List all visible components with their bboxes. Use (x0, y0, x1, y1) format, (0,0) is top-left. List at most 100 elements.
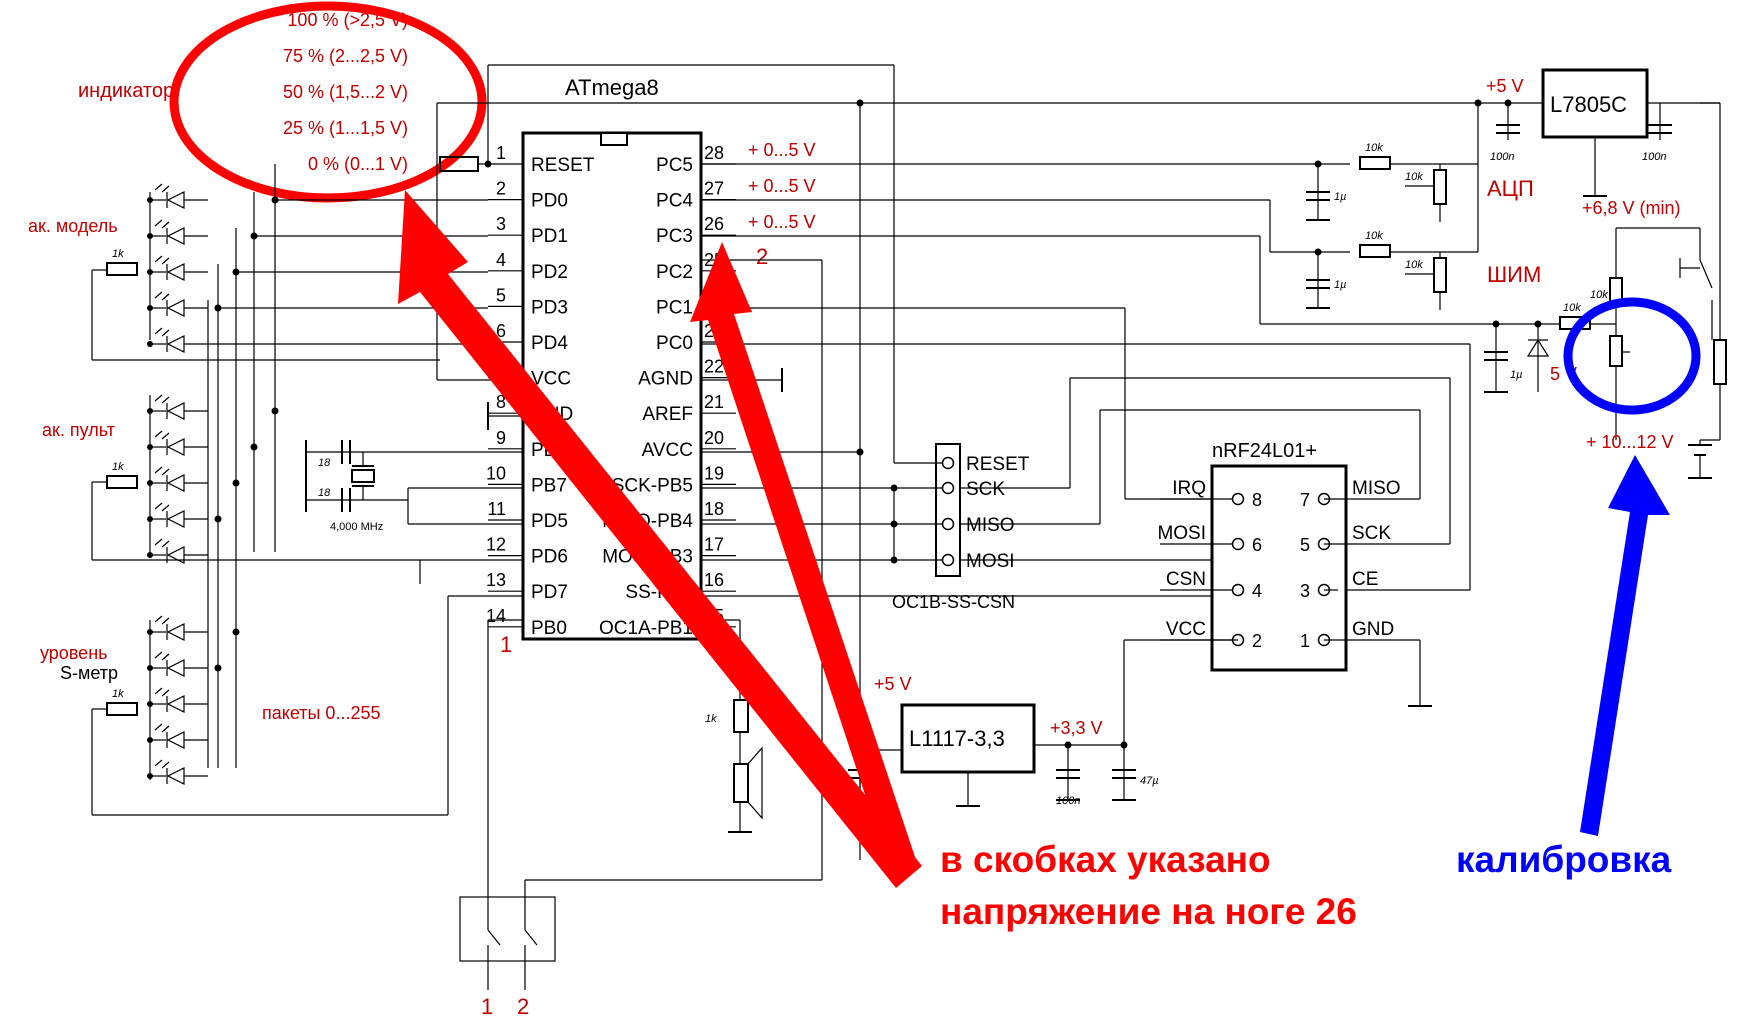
indicator-level-25: 25 % (1...1,5 V) (283, 118, 408, 138)
led-resistor-label: 1k (112, 461, 124, 473)
mcu-pin-number: 20 (704, 428, 724, 448)
nrf-pin-number: 5 (1300, 535, 1310, 555)
led (147, 327, 208, 353)
mcu-pin-label: OC1A-PB1 (599, 618, 693, 639)
pwm-cap-label: 1µ (1334, 279, 1346, 291)
mcu-pin-label: PD3 (531, 297, 568, 318)
adc-pot-label: 10k (1405, 171, 1423, 183)
mcu-pin-label: VCC (531, 369, 571, 390)
led (147, 687, 208, 713)
pwm-label: ШИМ (1487, 262, 1541, 287)
divider-cap-label: 1µ (1510, 369, 1522, 381)
mcu-pin-label: PB7 (531, 475, 567, 496)
annotation-blue: калибровка (1456, 839, 1672, 880)
mcu-pin-number: 8 (496, 392, 506, 412)
led (147, 615, 208, 641)
l7805-label: L7805C (1550, 92, 1627, 117)
crystal-cap-label-bottom: 18 (318, 487, 331, 499)
mcu-left-wiring: 18 18 4,000 MHz (208, 64, 1720, 880)
annotation-red-line1: в скобках указано (940, 839, 1271, 880)
pc4-voltage: + 0...5 V (748, 176, 816, 196)
v5-top-label: +5 V (1486, 76, 1524, 96)
isp-pin-label: RESET (966, 454, 1030, 475)
mcu-pin-label: PD5 (531, 511, 568, 532)
crystal-frequency: 4,000 MHz (330, 521, 383, 533)
isp-pin (941, 517, 955, 531)
mcu-pin-number: 27 (704, 179, 724, 199)
nrf-pin-number: 8 (1252, 490, 1262, 510)
nrf-title: nRF24L01+ (1212, 440, 1317, 462)
mcu-pin-number: 9 (496, 428, 506, 448)
vin-label: + 10...12 V (1586, 432, 1674, 452)
mcu-pin-number: 12 (486, 535, 506, 555)
l7805-in-cap: 100n (1490, 151, 1514, 163)
mcu-pin-number: 17 (704, 535, 724, 555)
nrf-pin-name: CSN (1166, 569, 1206, 590)
mcu-left-pins: 1RESET2PD03PD14PD25PD36PD47VCC8GND9PB610… (486, 143, 595, 639)
mcu-pin-number: 10 (486, 463, 506, 483)
nrf-pin-name: MISO (1352, 478, 1401, 499)
calibration-highlight-circle (1563, 297, 1701, 415)
nrf-pin-number: 3 (1300, 581, 1310, 601)
mcu-pin-label: AREF (642, 404, 693, 425)
mcu-pin-label: PD2 (531, 262, 568, 283)
v33-label: +3,3 V (1050, 718, 1103, 738)
led (147, 723, 208, 749)
isp-pin-label: MOSI (966, 551, 1015, 572)
isp-caption: OC1B-SS-CSN (892, 592, 1015, 612)
mcu-pin-label: PB0 (531, 618, 567, 639)
mcu-pin-label: PC0 (656, 333, 693, 354)
nrf-pin-name: GND (1352, 619, 1394, 640)
blue-annotation: калибровка (1456, 297, 1701, 880)
mcu-pin-number: 21 (704, 392, 724, 412)
l7805-out-cap: 100n (1642, 151, 1666, 163)
pin26-mark: 2 (756, 244, 768, 269)
led (147, 219, 208, 245)
nrf-pin-number: 7 (1300, 490, 1310, 510)
nrf-pin-name: CE (1352, 569, 1378, 590)
isp-pin (941, 456, 955, 470)
mcu-pin-number: 28 (704, 143, 724, 163)
red-annotation: в скобках указано напряжение на ноге 26 (398, 190, 1357, 932)
pc5-voltage: + 0...5 V (748, 140, 816, 160)
mcu-pin-number: 4 (496, 250, 506, 270)
power-supply: L7805C +5 V 100n 100n +6,8 V (min) 10k 1… (848, 68, 1727, 807)
led-group-smeter-label: S-метр (60, 663, 118, 683)
led-group-level-label: уровень (40, 643, 108, 663)
isp-pin-label: MISO (966, 515, 1015, 536)
led-group-model-label: ак. модель (28, 216, 118, 236)
led-array: ак. модель ак. пульт уровень S-метр паке… (28, 164, 448, 816)
nrf-pin-name: SCK (1352, 523, 1391, 544)
led (147, 394, 208, 420)
led (147, 291, 208, 317)
nrf-pin-name: IRQ (1172, 478, 1206, 499)
adc-cap-label: 1µ (1334, 191, 1346, 203)
cal-resistor-label: 10k (1590, 289, 1608, 301)
isp-pin (941, 553, 955, 567)
buzzer-resistor-label: 1k (705, 713, 717, 725)
mcu-pin-number: 11 (487, 499, 506, 519)
mcu-pin-number: 13 (486, 570, 506, 590)
mcu-pin-label: AGND (638, 369, 693, 390)
mcu-pin-label: PC2 (656, 262, 693, 283)
led (147, 651, 208, 677)
led-group-remote-label: ак. пульт (42, 420, 115, 440)
mcu-pin-number: 3 (496, 214, 506, 234)
nrf-pin-name: MOSI (1157, 523, 1206, 544)
led (147, 502, 208, 528)
mcu-pin-number: 16 (704, 570, 724, 590)
pc3-voltage: + 0...5 V (748, 212, 816, 232)
indicator-legend: индикатор 100 % (>2,5 V) 75 % (2...2,5 V… (78, 1, 487, 203)
mcu-pin-label: RESET (531, 155, 595, 176)
button-2-label: 2 (517, 994, 529, 1019)
mcu-pin-number: 1 (496, 143, 506, 163)
l1117-out-cap-label: 47µ (1140, 775, 1159, 787)
v5-mid-label: +5 V (874, 674, 912, 694)
nrf-pin (1231, 492, 1245, 506)
l1117-cap-label: 100n (1056, 795, 1080, 807)
nrf-pin-number: 2 (1252, 631, 1262, 651)
mcu-pin-label: PD0 (531, 191, 568, 212)
